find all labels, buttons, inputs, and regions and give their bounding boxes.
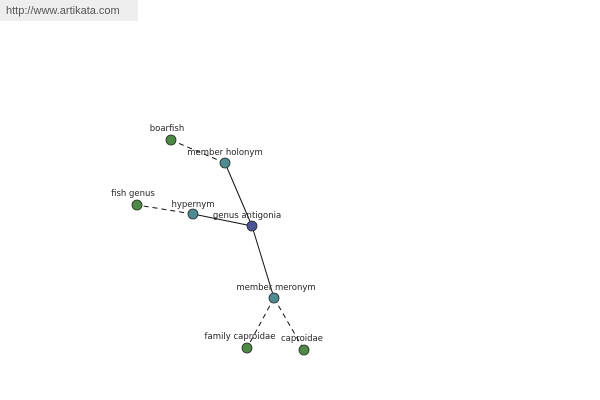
node-label-caproidae[interactable]: caproidae xyxy=(281,334,323,344)
edge-member-holonym-to-boarfish xyxy=(170,139,226,164)
edges-layer xyxy=(136,139,305,351)
node-member-holonym[interactable] xyxy=(219,157,231,169)
nodes-layer xyxy=(131,134,310,356)
node-fish-genus[interactable] xyxy=(131,199,143,211)
node-hypernym[interactable] xyxy=(187,208,199,220)
node-boarfish[interactable] xyxy=(165,134,177,146)
node-genus-antigonia[interactable] xyxy=(246,220,258,232)
source-url-banner[interactable]: http://www.artikata.com xyxy=(0,0,138,21)
node-family-caproidae[interactable] xyxy=(241,342,253,354)
node-label-fish-genus[interactable]: fish genus xyxy=(111,189,155,199)
labels-layer: genus antigonia member holonym hypernym mem… xyxy=(111,124,323,344)
edge-genus-antigonia-to-member-holonym xyxy=(224,162,253,227)
node-label-boarfish[interactable]: boarfish xyxy=(150,124,184,134)
node-member-meronym[interactable] xyxy=(268,292,280,304)
edge-hypernym-to-fish-genus xyxy=(136,204,194,215)
edge-member-meronym-to-family-caproidae xyxy=(246,297,275,349)
node-label-member-meronym[interactable]: member meronym xyxy=(236,283,315,293)
node-label-genus-antigonia[interactable]: genus antigonia xyxy=(213,211,281,221)
node-caproidae[interactable] xyxy=(298,344,310,356)
edge-genus-antigonia-to-member-meronym xyxy=(251,225,275,299)
edge-genus-antigonia-to-hypernym xyxy=(192,213,253,227)
node-label-hypernym[interactable]: hypernym xyxy=(171,200,214,210)
node-label-family-caproidae[interactable]: family caproidae xyxy=(205,332,276,342)
node-label-member-holonym[interactable]: member holonym xyxy=(187,148,262,158)
edge-member-meronym-to-caproidae xyxy=(273,297,305,351)
